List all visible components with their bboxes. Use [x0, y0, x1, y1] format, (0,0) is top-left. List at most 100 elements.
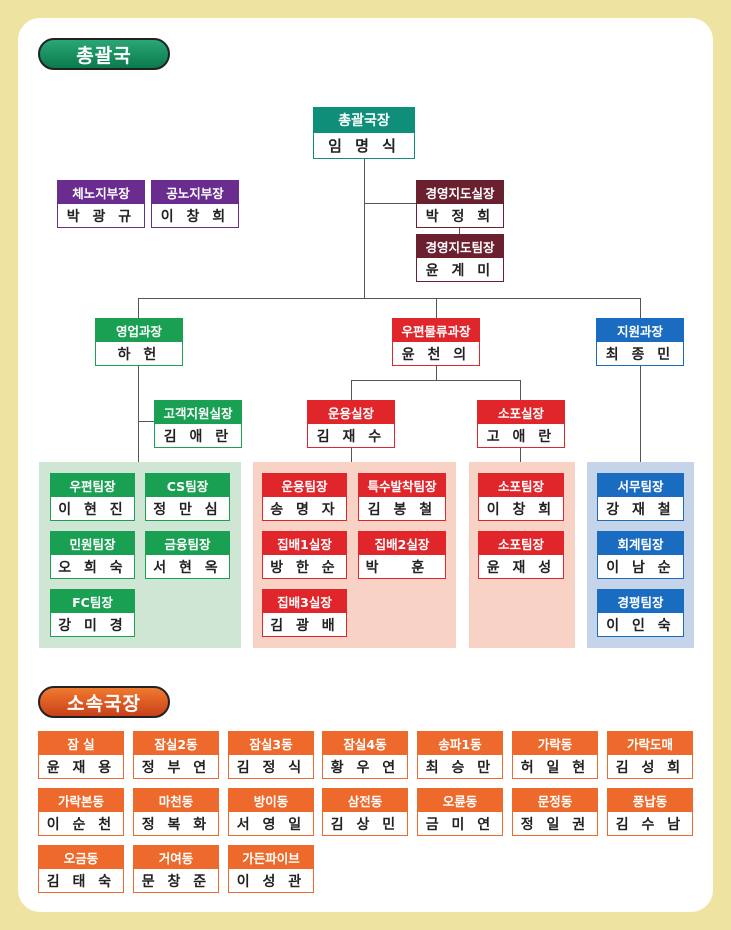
dept-box: 영업과장 하 헌: [95, 318, 183, 366]
person-name: 김 태 숙: [38, 869, 124, 893]
person-name: 허 일 현: [512, 755, 598, 779]
connector-line: [364, 158, 365, 298]
position-title: 소포팀장: [478, 531, 564, 555]
person-name: 이 남 순: [597, 555, 684, 579]
office-box: 가락본동 이 순 천: [38, 788, 124, 836]
office-title: 방이동: [228, 788, 314, 812]
office-title: 가락동: [512, 731, 598, 755]
person-name: 박 광 규: [57, 204, 145, 228]
person-name: 정 복 화: [133, 812, 219, 836]
position-title: 소포실장: [477, 400, 565, 424]
person-name: 김 봉 철: [358, 497, 446, 521]
person-name: 김 재 수: [307, 424, 395, 448]
person-name: 윤 재 용: [38, 755, 124, 779]
office-box: 거여동 문 창 준: [133, 845, 219, 893]
position-title: 영업과장: [95, 318, 183, 342]
person-name: 황 우 연: [322, 755, 408, 779]
person-name: 윤 계 미: [416, 258, 504, 282]
office-box: 삼전동 김 상 민: [322, 788, 408, 836]
person-name: 강 재 철: [597, 497, 684, 521]
office-box: 잠실4동 황 우 연: [322, 731, 408, 779]
team-box: 금융팀장 서 현 옥: [145, 531, 230, 579]
office-box: 문정동 정 일 권: [512, 788, 598, 836]
position-title: 경영지도실장: [416, 180, 504, 204]
position-title: 지원과장: [596, 318, 684, 342]
connector-line: [351, 380, 352, 400]
office-box: 마천동 정 복 화: [133, 788, 219, 836]
person-name: 이 성 관: [228, 869, 314, 893]
section-heading-main: 총괄국: [38, 38, 170, 70]
office-box: 오금동 김 태 숙: [38, 845, 124, 893]
team-box: 특수발착팀장 김 봉 철: [358, 473, 446, 521]
connector-line: [138, 298, 640, 299]
person-name: 하 헌: [95, 342, 183, 366]
person-name: 김 광 배: [262, 613, 347, 637]
person-name: 김 애 란: [154, 424, 242, 448]
office-title: 가든파이브: [228, 845, 314, 869]
team-box: 운용팀장 송 명 자: [262, 473, 347, 521]
director-name: 임 명 식: [313, 133, 415, 159]
person-name: 최 종 민: [596, 342, 684, 366]
person-name: 이 인 숙: [597, 613, 684, 637]
person-name: 서 현 옥: [145, 555, 230, 579]
connector-line: [520, 380, 521, 400]
section-heading-sub: 소속국장: [38, 686, 170, 718]
connector-line: [138, 366, 139, 462]
position-title: 집배1실장: [262, 531, 347, 555]
person-name: 김 상 민: [322, 812, 408, 836]
office-box: 잠실3동 김 정 식: [228, 731, 314, 779]
team-box: 집배3실장 김 광 배: [262, 589, 347, 637]
office-box: 잠실2동 정 부 연: [133, 731, 219, 779]
person-name: 김 수 남: [607, 812, 693, 836]
person-name: 강 미 경: [50, 613, 135, 637]
mgmt-box: 경영지도팀장 윤 계 미: [416, 234, 504, 282]
person-name: 윤 천 의: [392, 342, 480, 366]
connector-line: [364, 203, 416, 204]
office-title: 잠실4동: [322, 731, 408, 755]
position-title: 금융팀장: [145, 531, 230, 555]
person-name: 이 창 희: [478, 497, 564, 521]
union-box: 공노지부장 이 창 희: [151, 180, 239, 228]
office-box: 가락도매 김 성 희: [607, 731, 693, 779]
connector-line: [520, 448, 521, 462]
union-box: 체노지부장 박 광 규: [57, 180, 145, 228]
office-title: 송파1동: [417, 731, 503, 755]
connector-line: [436, 298, 437, 318]
person-name: 금 미 연: [417, 812, 503, 836]
team-box: 집배2실장 박 훈: [358, 531, 446, 579]
person-name: 김 성 희: [607, 755, 693, 779]
office-box: 잠 실 윤 재 용: [38, 731, 124, 779]
subdept-box: 고객지원실장 김 애 란: [154, 400, 242, 448]
position-title: 체노지부장: [57, 180, 145, 204]
position-title: FC팀장: [50, 589, 135, 613]
position-title: 운용팀장: [262, 473, 347, 497]
dept-box: 지원과장 최 종 민: [596, 318, 684, 366]
office-title: 거여동: [133, 845, 219, 869]
position-title: 특수발착팀장: [358, 473, 446, 497]
subdept-box: 운용실장 김 재 수: [307, 400, 395, 448]
team-box: 소포팀장 이 창 희: [478, 473, 564, 521]
team-box: 소포팀장 윤 재 성: [478, 531, 564, 579]
position-title: 운용실장: [307, 400, 395, 424]
person-name: 방 한 순: [262, 555, 347, 579]
position-title: 공노지부장: [151, 180, 239, 204]
director-box: 총괄국장 임 명 식: [313, 107, 415, 159]
person-name: 이 순 천: [38, 812, 124, 836]
position-title: 회계팀장: [597, 531, 684, 555]
office-box: 방이동 서 영 일: [228, 788, 314, 836]
team-box: CS팀장 정 만 심: [145, 473, 230, 521]
connector-line: [436, 366, 437, 380]
person-name: 박 훈: [358, 555, 446, 579]
person-name: 정 만 심: [145, 497, 230, 521]
person-name: 정 부 연: [133, 755, 219, 779]
office-title: 잠실2동: [133, 731, 219, 755]
office-title: 풍납동: [607, 788, 693, 812]
subdept-box: 소포실장 고 애 란: [477, 400, 565, 448]
office-title: 마천동: [133, 788, 219, 812]
person-name: 이 창 희: [151, 204, 239, 228]
office-box: 오륜동 금 미 연: [417, 788, 503, 836]
office-title: 문정동: [512, 788, 598, 812]
connector-line: [640, 366, 641, 462]
office-box: 가락동 허 일 현: [512, 731, 598, 779]
person-name: 윤 재 성: [478, 555, 564, 579]
